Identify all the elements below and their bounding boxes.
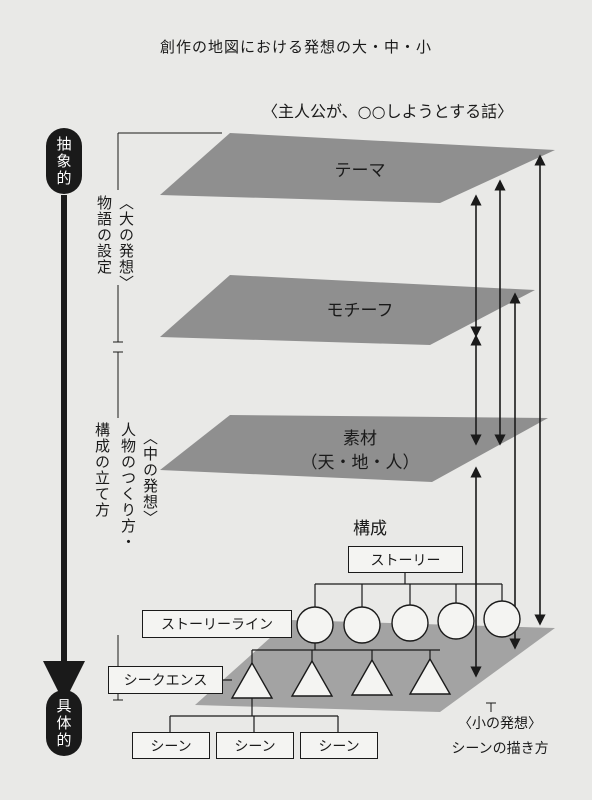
storyline-node <box>343 606 381 644</box>
phase-brackets <box>113 132 222 701</box>
sequence-node <box>230 661 274 699</box>
structure-title: 構成 <box>353 519 387 539</box>
theme-template-label: 〈主人公が、○○しようとする話〉 <box>262 102 514 121</box>
large-phase-label: 〈大の発想〉 <box>117 195 135 291</box>
story-box: ストーリー <box>348 546 463 573</box>
storyline-circles <box>296 600 521 644</box>
theme-label: テーマ <box>334 161 386 181</box>
scene-box: シーン <box>300 732 378 759</box>
plane-motif <box>160 275 535 345</box>
small-phase-label: 〈小の発想〉 <box>458 716 542 732</box>
concrete-label: 具体的 <box>46 690 82 756</box>
sequence-node <box>408 657 452 695</box>
sequence-node <box>290 659 334 697</box>
small-phase-bracket <box>486 702 496 712</box>
structure-tree-lines <box>169 572 503 732</box>
large-phase-desc: 物語の設定 <box>95 195 113 275</box>
storyline-box: ストーリーライン <box>142 610 292 638</box>
sequence-triangles <box>230 657 452 699</box>
storyline-node <box>391 604 429 642</box>
storyline-node <box>483 600 521 638</box>
sequence-node <box>350 658 394 696</box>
plane-material <box>160 415 548 482</box>
middle-phase-desc-1: 人物のつくり方・ <box>119 422 137 550</box>
abstract-label: 抽象的 <box>46 128 82 194</box>
middle-phase-desc-2: 構成の立て方 <box>93 422 111 518</box>
sequence-box: シークエンス <box>108 666 223 694</box>
material-sub-label: （天・地・人） <box>300 453 420 473</box>
plane-theme <box>160 133 555 203</box>
motif-label: モチーフ <box>326 301 394 321</box>
scene-box: シーン <box>216 732 294 759</box>
page-title: 創作の地図における発想の大・中・小 <box>159 38 432 56</box>
storyline-node <box>296 606 334 644</box>
small-phase-desc: シーンの描き方 <box>451 741 549 757</box>
middle-phase-label: 〈中の発想〉 <box>141 430 159 526</box>
storyline-node <box>437 602 475 640</box>
scene-box: シーン <box>132 732 210 759</box>
material-label: 素材 <box>343 429 377 449</box>
level-arrows <box>470 154 546 678</box>
